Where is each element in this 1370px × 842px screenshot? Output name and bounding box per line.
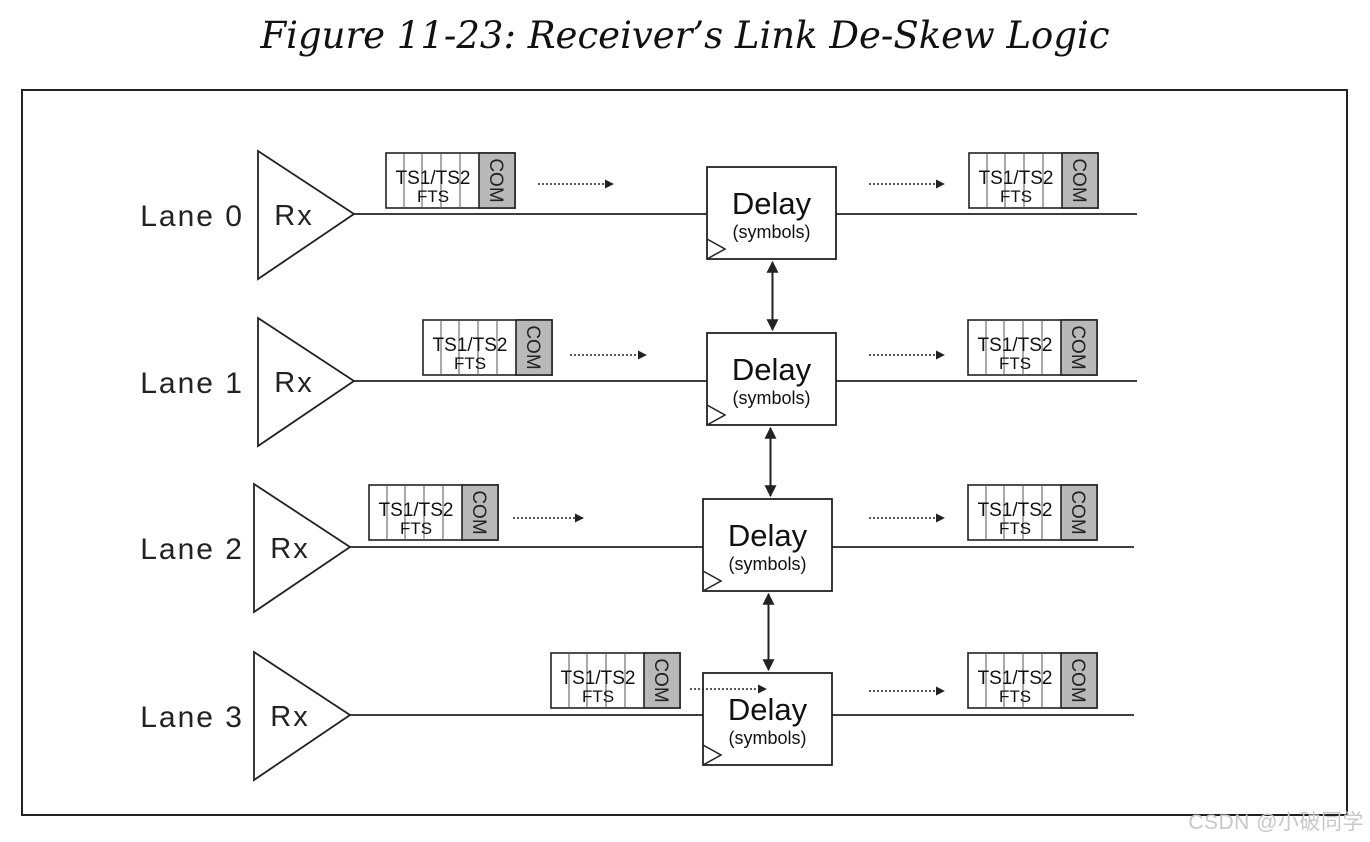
clock-input-icon bbox=[702, 570, 723, 592]
delay-box bbox=[706, 166, 837, 260]
com-label: COM bbox=[1067, 325, 1088, 369]
receiver-label: Rx bbox=[270, 533, 309, 565]
watermark: CSDN @小破同学 bbox=[1188, 811, 1364, 834]
packet-fts-label: FTS bbox=[999, 687, 1031, 706]
com-label: COM bbox=[485, 158, 506, 202]
receiver-label: Rx bbox=[274, 367, 313, 399]
packet-type-label: TS1/TS2 bbox=[561, 668, 636, 689]
packet-type-label: TS1/TS2 bbox=[978, 335, 1053, 356]
delay-box bbox=[702, 498, 833, 592]
lane-label: Lane 2 bbox=[140, 533, 244, 566]
com-cell bbox=[478, 152, 516, 209]
com-cell bbox=[1061, 152, 1099, 209]
packet-fts-label: FTS bbox=[582, 687, 614, 706]
clock-input-icon bbox=[706, 404, 727, 426]
delay-title: Delay bbox=[732, 186, 812, 221]
com-cell bbox=[461, 484, 499, 541]
packet-type-label: TS1/TS2 bbox=[433, 335, 508, 356]
packet-type-label: TS1/TS2 bbox=[979, 168, 1054, 189]
com-label: COM bbox=[650, 658, 671, 702]
delay-box bbox=[706, 332, 837, 426]
lane-label: Lane 1 bbox=[140, 367, 244, 400]
delay-subtitle: (symbols) bbox=[728, 554, 806, 574]
clock-input-icon bbox=[702, 744, 723, 766]
delay-subtitle: (symbols) bbox=[728, 728, 806, 748]
com-label: COM bbox=[522, 325, 543, 369]
delay-subtitle: (symbols) bbox=[732, 222, 810, 242]
figure-frame bbox=[21, 89, 1348, 816]
delay-box bbox=[702, 672, 833, 766]
receiver-label: Rx bbox=[270, 701, 309, 733]
packet-fts-label: FTS bbox=[417, 187, 449, 206]
receiver-triangle bbox=[257, 316, 356, 448]
receiver-triangle bbox=[253, 482, 352, 614]
packet-type-label: TS1/TS2 bbox=[978, 668, 1053, 689]
com-cell bbox=[515, 319, 553, 376]
com-cell bbox=[1060, 652, 1098, 709]
packet-fts-label: FTS bbox=[454, 354, 486, 373]
delay-title: Delay bbox=[728, 692, 808, 727]
packet-fts-label: FTS bbox=[1000, 187, 1032, 206]
delay-title: Delay bbox=[732, 352, 812, 387]
packet-fts-label: FTS bbox=[400, 519, 432, 538]
clock-input-icon bbox=[706, 238, 727, 260]
com-label: COM bbox=[1067, 658, 1088, 702]
figure-title: Figure 11-23: Receiver’s Link De-Skew Lo… bbox=[260, 14, 1110, 57]
com-cell bbox=[1060, 484, 1098, 541]
receiver-label: Rx bbox=[274, 200, 313, 232]
com-cell bbox=[643, 652, 681, 709]
packet-type-label: TS1/TS2 bbox=[396, 168, 471, 189]
receiver-triangle bbox=[257, 149, 356, 281]
lane-label: Lane 3 bbox=[140, 701, 244, 734]
com-label: COM bbox=[468, 490, 489, 534]
com-label: COM bbox=[1067, 490, 1088, 534]
delay-subtitle: (symbols) bbox=[732, 388, 810, 408]
packet-fts-label: FTS bbox=[999, 354, 1031, 373]
lane-label: Lane 0 bbox=[140, 200, 244, 233]
receiver-triangle bbox=[253, 650, 352, 782]
packet-type-label: TS1/TS2 bbox=[978, 500, 1053, 521]
packet-fts-label: FTS bbox=[999, 519, 1031, 538]
delay-title: Delay bbox=[728, 518, 808, 553]
com-cell bbox=[1060, 319, 1098, 376]
packet-type-label: TS1/TS2 bbox=[379, 500, 454, 521]
com-label: COM bbox=[1068, 158, 1089, 202]
